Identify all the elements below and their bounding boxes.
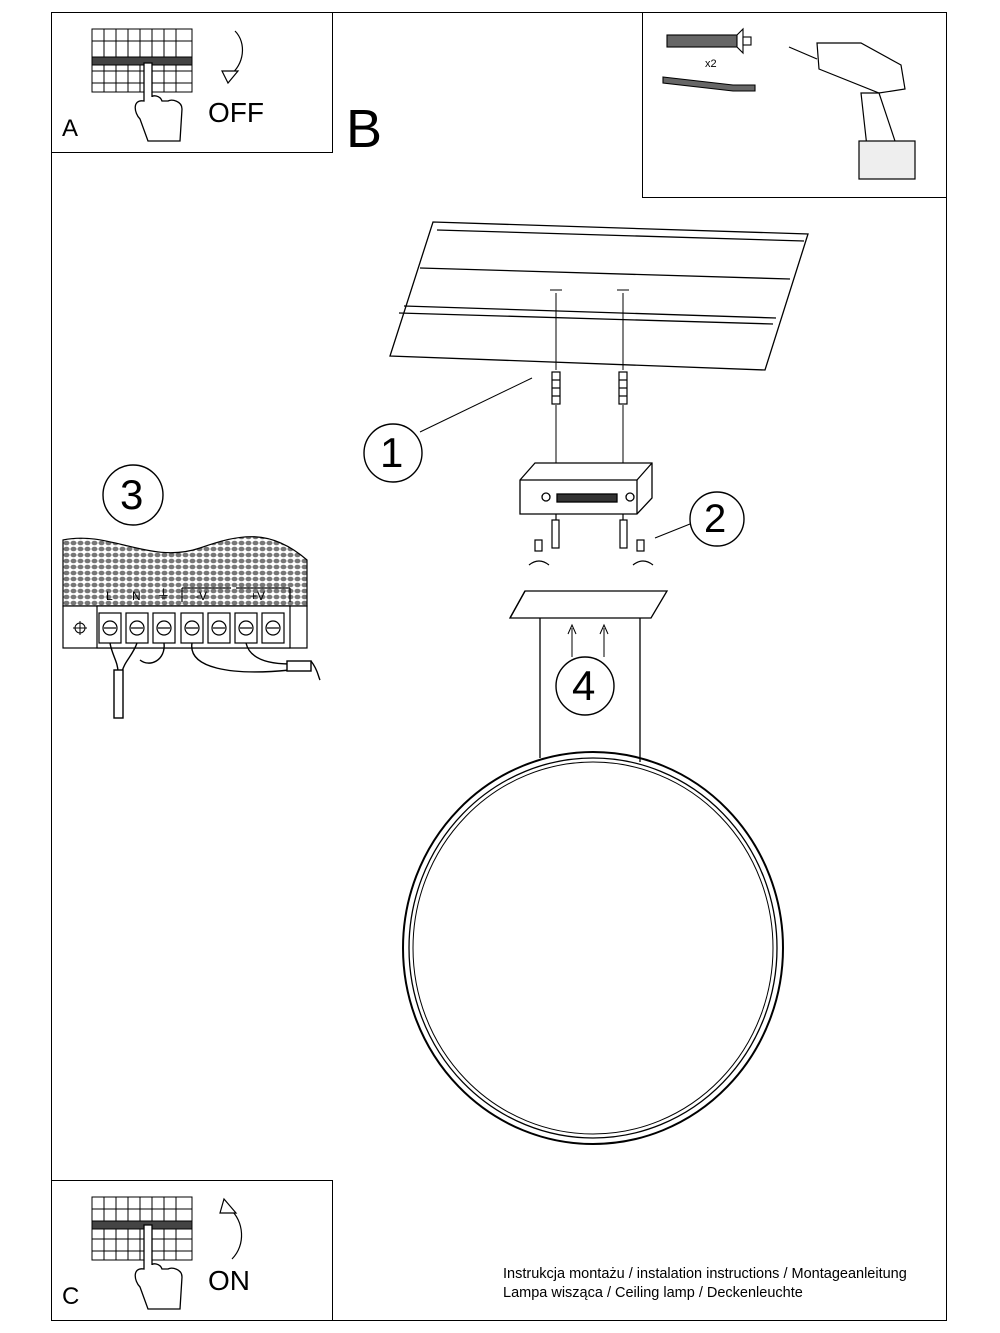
step-a-letter: A [62,115,79,142]
arrow-up-icon [229,1208,243,1260]
guide-lines [550,289,629,463]
step-c-letter: C [62,1283,80,1310]
step-b-letter: B [346,99,383,159]
drill-icon [788,42,916,180]
terminal-label-minus-v: -V [195,589,207,603]
tools-panel: x2 [642,12,947,198]
step-a-state: OFF [208,97,264,128]
tools-illustration [662,27,916,180]
callout-1-leader [419,377,533,433]
instruction-sheet-frame [51,12,947,1321]
callout-circles [102,423,745,716]
breaker-off-illustration [91,28,243,142]
callout-2-leader [654,521,696,539]
breaker-on-illustration [91,1196,243,1310]
terminal-label-plus-v: +V [250,589,266,603]
step-c-panel: C ON [51,1180,333,1321]
canopy-plate [508,590,669,619]
mounting-screws [528,514,654,566]
mounting-bracket [519,462,653,515]
driver-casing-mesh [62,536,308,607]
terminal-label-l: L [106,589,113,603]
mains-cable [109,642,321,719]
terminal-label-earth: ⏚ [157,587,171,602]
arrow-down-icon [229,30,243,76]
footer-title-line: Instrukcja montażu / instalation instruc… [503,1266,907,1282]
wall-plugs [551,371,628,405]
ground-symbol [73,621,87,635]
step-a-panel: A OFF [51,12,333,153]
callout-1-number: 1 [380,429,404,476]
anchor-count: x2 [705,58,717,70]
screw-icon [662,76,756,92]
callout-4-number: 4 [572,662,596,709]
hand-pressing-icon [134,1224,183,1310]
breaker-panel [91,28,193,93]
insert-arrows [567,623,609,657]
ring-lamp [402,751,784,1145]
terminal-label-n: N [132,589,141,603]
screw-terminals [98,612,285,644]
step-c-state: ON [208,1265,250,1296]
footer-product-line: Lampa wisząca / Ceiling lamp / Deckenleu… [503,1285,803,1301]
callout-2-number: 2 [704,497,727,541]
callout-3-number: 3 [120,471,144,518]
ceiling-plate [389,221,809,371]
wall-plug-icon [666,27,752,55]
breaker-panel [91,1196,193,1261]
hand-pressing-icon [134,62,183,142]
suspension-arms [539,618,641,762]
